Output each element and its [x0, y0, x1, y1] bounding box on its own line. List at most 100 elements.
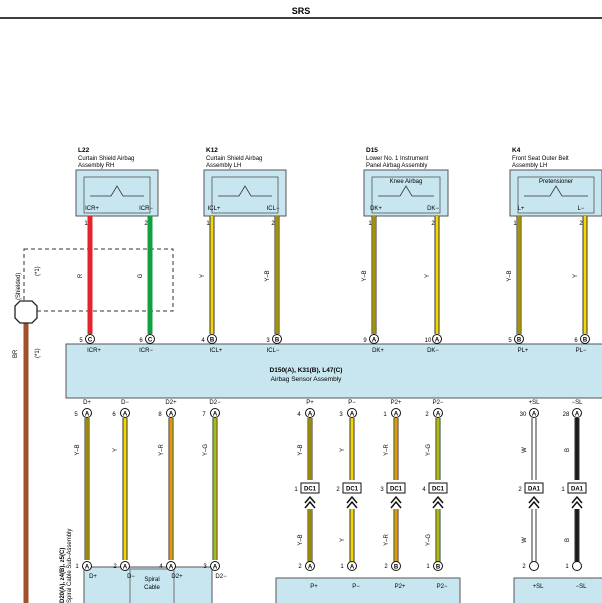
ecu-bottom-pin-1-connector-letter: A	[85, 411, 90, 417]
junction-1-num: 1	[294, 487, 298, 493]
top-wire-6-code: Y	[425, 274, 431, 278]
junction-2-chevron2-icon	[346, 500, 358, 509]
ecu-top-pin-3-num: 4	[201, 338, 205, 344]
component-d15-inner-label: Knee Airbag	[390, 179, 423, 185]
ecu-top-pin-4-connector-letter: B	[275, 337, 280, 343]
lower-pin-7-num: 2	[384, 564, 388, 570]
component-k4-inner	[517, 176, 595, 214]
airbag-sensor-assembly	[65, 343, 602, 399]
ecu-top-pin-6-connector	[432, 334, 442, 344]
component-k4-squib-icon	[524, 185, 588, 197]
shield-label: (Shielded)	[16, 273, 22, 300]
component-d15-name2: Panel Airbag Assembly	[366, 163, 427, 169]
lower-pin-6-num: 1	[340, 564, 344, 570]
ecu-bottom-pin-9-label: +SL	[529, 400, 541, 406]
ecu-bottom-pin-8-connector-letter: A	[436, 411, 441, 417]
lower-pin-9-connector	[529, 561, 539, 571]
ecu-top-pin-2-connector-letter: C	[148, 337, 153, 343]
junction-6-chevron-icon	[571, 495, 583, 504]
junction-5-num: 2	[518, 487, 522, 493]
component-l22-pin-b-num: 2	[144, 221, 148, 227]
lower-pin-1-connector	[82, 561, 92, 571]
ecu-bottom-pin-10-num: 28	[563, 412, 570, 418]
spiral-label-line2: Spiral Cable Sub–Assembly	[67, 529, 73, 603]
component-k12-pin-a-label: ICL+	[208, 206, 221, 212]
spiral-cable-assembly	[83, 566, 213, 603]
junction-3-tag: DC1	[390, 487, 403, 493]
component-k12-name1: Curtain Shield Airbag	[206, 156, 262, 162]
ecu-top-pin-3-connector	[207, 334, 217, 344]
junction-1-tag: DC1	[304, 487, 317, 493]
ecu-top-pin-1-connector	[85, 334, 95, 344]
ecu-bottom-pin-2-connector	[120, 408, 130, 418]
bottom-wire-4-code: Y–G	[203, 444, 209, 456]
component-k12-name2: Assembly LH	[206, 163, 241, 169]
spiral-inner-line1: Spiral	[144, 577, 159, 583]
ecu-bottom-pin-6-connector	[347, 408, 357, 418]
lower-pin-8-connector-letter: B	[436, 564, 441, 570]
lower-pin-9-label: +SL	[533, 584, 545, 590]
junction-6-chevron2-icon	[571, 500, 583, 509]
component-l22-pin-a-label: ICR+	[85, 206, 99, 212]
junction-1-chevron-icon	[304, 495, 316, 504]
lower-pin-10-label: −SL	[576, 584, 588, 590]
junction-3-chevron2-icon	[390, 500, 402, 509]
ecu-bottom-pin-9-connector-letter: A	[532, 411, 537, 417]
component-d15-inner	[371, 176, 441, 214]
junction-2-num: 2	[336, 487, 340, 493]
junction-2-chevron-icon	[346, 495, 358, 504]
spiral-inner-line2: Cable	[144, 585, 160, 591]
page-title: SRS	[292, 6, 311, 16]
ecu-bottom-pin-5-connector	[305, 408, 315, 418]
ecu-top-pin-8-connector	[580, 334, 590, 344]
ecu-bottom-pin-7-num: 1	[383, 412, 387, 418]
top-wire-3-code: Y	[200, 274, 206, 278]
ecu-subtitle: Airbag Sensor Assembly	[271, 376, 343, 383]
component-d15-pin-b-num: 2	[431, 221, 435, 227]
lower-pin-6-connector	[347, 561, 357, 571]
ecu-bottom-pin-5-connector-letter: A	[308, 411, 313, 417]
spiral-label-line1: D20(A), z4(B), z5(C)	[60, 548, 66, 603]
lower-pin-6-label: P−	[352, 584, 360, 590]
ecu-top-pin-6-connector-letter: A	[435, 337, 440, 343]
ecu-top-pin-1-num: 5	[79, 338, 83, 344]
junction-3-num: 3	[380, 487, 384, 493]
ecu-bottom-pin-2-label: D−	[121, 400, 129, 406]
ground-node-icon	[14, 300, 38, 324]
ecu-bottom-pin-3-connector	[166, 408, 176, 418]
component-l22-id: L22	[78, 147, 90, 154]
component-k4	[509, 169, 602, 217]
ecu-bottom-pin-9-connector	[529, 408, 539, 418]
ecu-bottom-pin-3-connector-letter: A	[169, 411, 174, 417]
ecu-top-pin-8-connector-letter: B	[583, 337, 588, 343]
component-k4-pin-a-num: 1	[513, 221, 517, 227]
component-l22-pin-a-num: 1	[84, 221, 88, 227]
junction-5-tag: DA1	[528, 487, 541, 493]
ecu-bottom-pin-10-connector	[572, 408, 582, 418]
junction-5-chevron2-icon	[528, 500, 540, 509]
lower-pin-1-label: D+	[89, 574, 97, 580]
ecu-top-pin-4-connector	[272, 334, 282, 344]
lower-pin-4-connector	[210, 561, 220, 571]
lower-pin-5-connector-letter: A	[308, 564, 313, 570]
ecu-bottom-pin-2-connector-letter: A	[123, 411, 128, 417]
ecu-bottom-pin-7-connector	[391, 408, 401, 418]
ecu-top-pin-2-connector	[145, 334, 155, 344]
lower-pin-2-num: 2	[113, 564, 117, 570]
ecu-top-pin-8-label: PL−	[576, 348, 587, 354]
ecu-top-pin-4-label: ICL−	[267, 348, 280, 354]
ecu-top-pin-5-label: DK+	[372, 348, 384, 354]
ecu-bottom-pin-3-label: D2+	[165, 400, 177, 406]
ecu-bottom-pin-1-label: D+	[83, 400, 91, 406]
bottom-wire-2-code: Y	[113, 448, 119, 452]
component-k4-pin-b-num: 2	[579, 221, 583, 227]
lower-pin-4-label: D2−	[215, 574, 227, 580]
ecu-top-pin-5-connector	[369, 334, 379, 344]
component-l22-squib-icon	[90, 185, 144, 197]
ground-wire-code: BR	[13, 349, 19, 358]
bottom-wire-3-code: Y–R	[159, 443, 165, 455]
ecu-bottom-pin-4-label: D2−	[209, 400, 221, 406]
component-l22-name2: Assembly RH	[78, 163, 114, 169]
ecu-top-pin-2-num: 6	[139, 338, 143, 344]
component-k4-name1: Front Seat Outer Belt	[512, 156, 569, 162]
